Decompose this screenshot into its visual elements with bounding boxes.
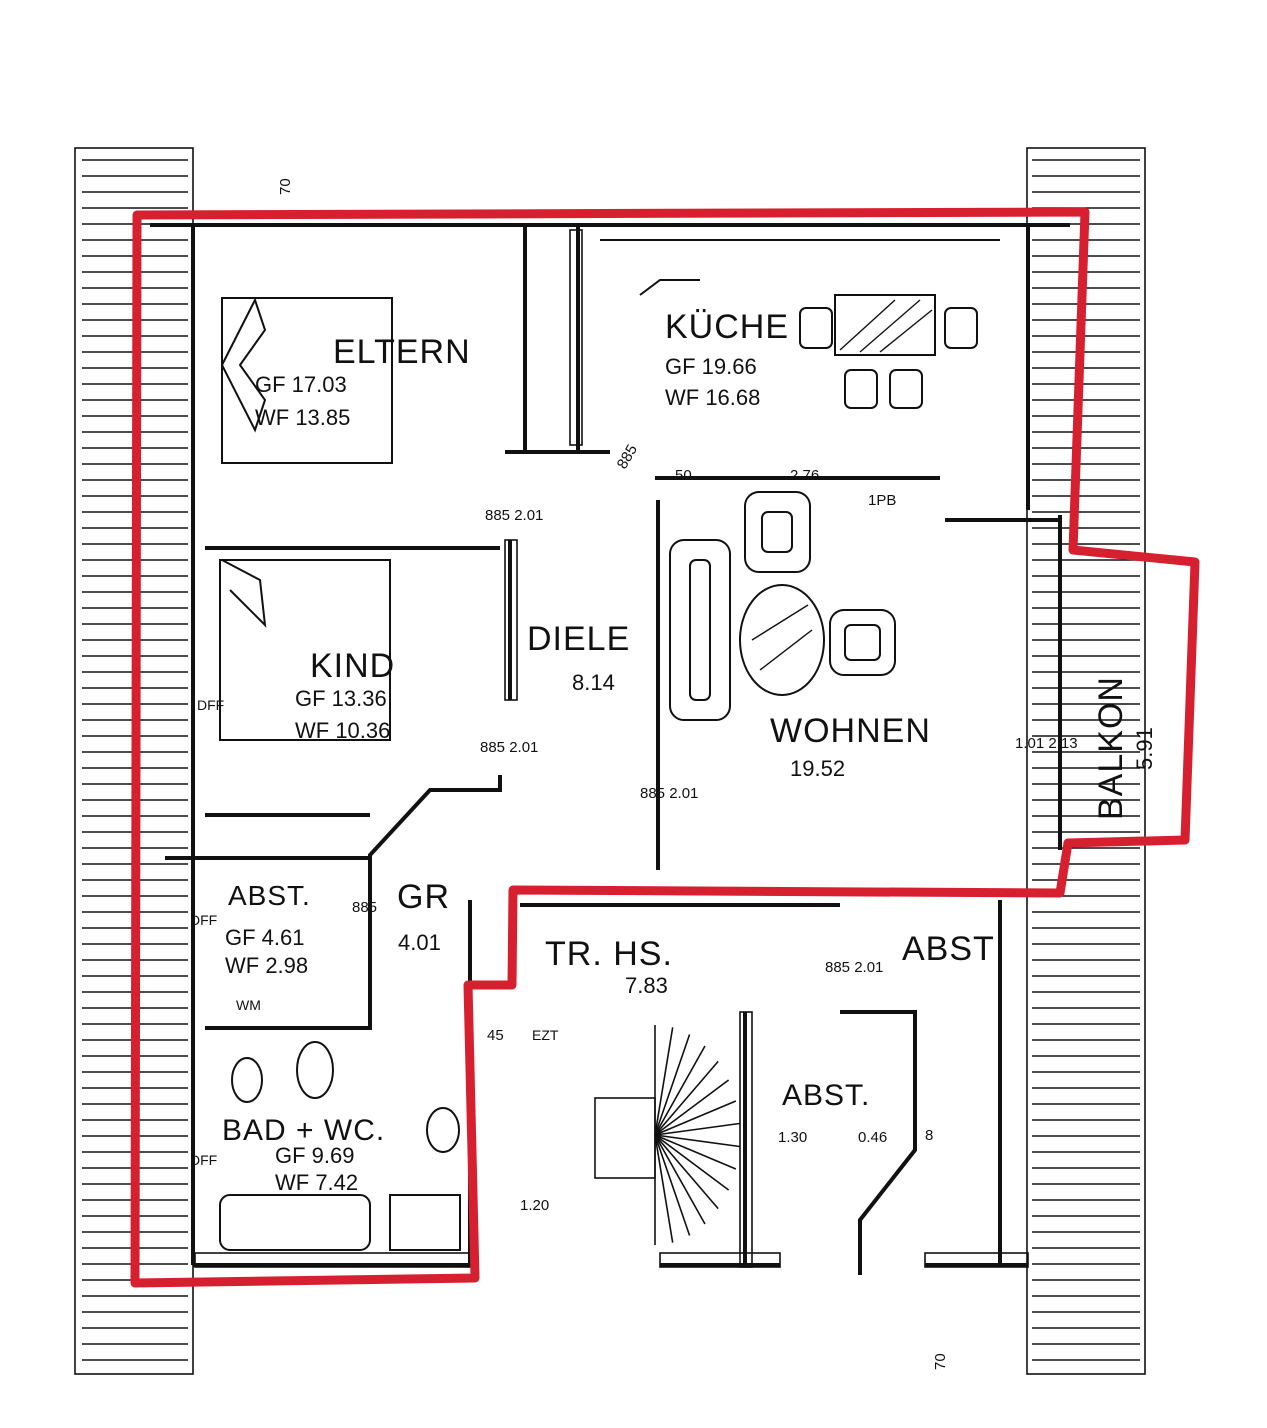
room-eltern-wf: WF 13.85 (255, 405, 350, 430)
dim-885-kueche: 885 (614, 442, 641, 472)
stair-step (654, 1027, 674, 1136)
room-abst-left-gf: GF 4.61 (225, 925, 304, 950)
roof-hatch-right (1026, 147, 1146, 1375)
room-labels: ELTERN GF 17.03 WF 13.85 KÜCHE GF 19.66 … (222, 308, 1157, 1195)
stair-step (654, 1122, 740, 1136)
bathtub (219, 1194, 371, 1251)
dim-70-bottom: 70 (932, 1353, 949, 1370)
room-kind-gf: GF 13.36 (295, 686, 387, 711)
bed-eltern (221, 297, 393, 464)
stair-step (654, 1134, 730, 1191)
room-eltern-gf: GF 17.03 (255, 372, 347, 397)
stair-step (654, 1100, 737, 1136)
room-trhs-area: 7.83 (625, 973, 668, 998)
room-abst-left-name: ABST. (228, 880, 311, 911)
dim-50: 50 (675, 467, 692, 484)
apartment-outline (130, 207, 1200, 1288)
dim-8: 8 (925, 1127, 933, 1144)
dim-door-trhs: 885 2.01 (825, 959, 883, 976)
stair-step (654, 1045, 706, 1136)
dim-120: 1.20 (520, 1197, 549, 1214)
kitchen-table (834, 294, 936, 356)
room-abst-right-name: ABST (902, 930, 995, 968)
toilet (296, 1041, 334, 1099)
stair-step (654, 1134, 737, 1170)
stair-step (654, 1034, 691, 1136)
dim-130: 1.30 (778, 1129, 807, 1146)
room-kueche-wf: WF 16.68 (665, 385, 760, 410)
room-balkon-area: 5.91 (1132, 727, 1157, 770)
label-dff-1: DFF (197, 697, 224, 713)
misc-labels: WM EZT DFF DFF DFF 1PB (190, 492, 896, 1168)
stair-step (654, 1134, 706, 1225)
room-abst-left-wf: WF 2.98 (225, 953, 308, 978)
dim-276: 2.76 (790, 467, 819, 484)
room-wohnen-area: 19.52 (790, 756, 845, 781)
room-bad-gf: GF 9.69 (275, 1143, 354, 1168)
stair-step (654, 1060, 719, 1136)
dim-45: 45 (487, 1027, 504, 1044)
dimension-labels: 70 70 50 2.76 885 2.01 885 2.01 885 2.01… (277, 178, 1078, 1370)
staircase (594, 1025, 740, 1245)
label-wm: WM (236, 997, 261, 1013)
room-wohnen-name: WOHNEN (770, 712, 931, 750)
label-ezt: EZT (532, 1027, 559, 1043)
stair-step (654, 1079, 730, 1136)
furniture (219, 239, 1000, 1251)
room-balkon-name: BALKON (1092, 676, 1130, 820)
room-kind-name: KIND (310, 647, 395, 685)
dim-door-kind: 885 2.01 (480, 739, 538, 756)
room-abst-lower-name: ABST. (782, 1079, 870, 1112)
room-diele-area: 8.14 (572, 670, 615, 695)
room-gr-area: 4.01 (398, 930, 441, 955)
room-kueche-name: KÜCHE (665, 308, 789, 346)
room-eltern-name: ELTERN (333, 333, 471, 371)
label-dff-2: DFF (190, 912, 217, 928)
living-table (739, 584, 825, 696)
stair-step (654, 1134, 740, 1148)
stair-step (654, 1134, 691, 1236)
room-diele-name: DIELE (527, 620, 630, 658)
room-bad-wf: WF 7.42 (275, 1170, 358, 1195)
stair-step (654, 1134, 719, 1210)
bed-kind (219, 559, 391, 741)
room-kind-wf: WF 10.36 (295, 718, 390, 743)
dim-046: 0.46 (858, 1129, 887, 1146)
dim-door-wohnen: 885 2.01 (640, 785, 698, 802)
label-1pb: 1PB (868, 492, 896, 509)
stair-step (654, 1134, 674, 1243)
sofa (669, 539, 731, 721)
room-bad-name: BAD + WC. (222, 1114, 385, 1147)
room-gr-name: GR (397, 878, 450, 916)
dim-70-top: 70 (277, 178, 294, 195)
label-dff-3: DFF (190, 1152, 217, 1168)
sink (426, 1107, 460, 1153)
dim-balkon-door: 1.01 2.13 (1015, 735, 1078, 752)
room-trhs-name: TR. HS. (545, 935, 673, 973)
room-kueche-gf: GF 19.66 (665, 354, 757, 379)
dim-door-eltern: 885 2.01 (485, 507, 543, 524)
dim-door-gr: 885 (352, 899, 377, 916)
exterior-walls (150, 223, 1070, 1267)
